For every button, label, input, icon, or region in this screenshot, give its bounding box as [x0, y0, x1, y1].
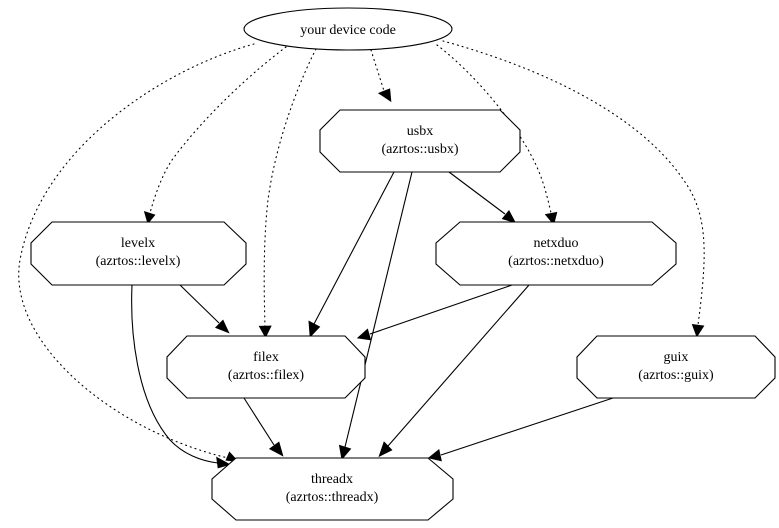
nodes-layer: your device code usbx (azrtos::usbx) lev…	[30, 7, 776, 521]
arrowhead	[308, 320, 321, 338]
arrowhead	[338, 444, 352, 461]
edge-usbx-filex	[308, 171, 395, 338]
edges-layer	[18, 40, 705, 469]
node-shape-octagon[interactable]	[319, 109, 521, 173]
arrowhead	[691, 324, 705, 338]
arrowhead	[356, 328, 372, 341]
arrowhead	[501, 209, 517, 224]
node-usbx[interactable]: usbx (azrtos::usbx)	[319, 109, 521, 173]
node-device-label-line1: your device code	[300, 23, 396, 38]
node-filex[interactable]: filex (azrtos::filex)	[166, 335, 366, 399]
node-shape-ellipse[interactable]	[243, 7, 453, 51]
node-guix-label-line1: guix	[664, 350, 689, 365]
edge-path	[448, 171, 506, 215]
edge-levelx-threadx	[131, 284, 231, 469]
node-shape-octagon[interactable]	[166, 335, 366, 399]
edge-device-usbx	[370, 49, 392, 103]
node-levelx-label-line1: levelx	[121, 236, 155, 251]
arrowhead	[258, 325, 272, 339]
node-netxduo-label-line1: netxduo	[533, 236, 578, 251]
edge-device-filex	[258, 48, 317, 339]
edge-path	[149, 46, 287, 214]
edge-path	[344, 171, 413, 448]
edge-usbx-netxduo	[448, 171, 517, 224]
node-guix[interactable]: guix (azrtos::guix)	[576, 335, 776, 399]
node-shape-octagon[interactable]	[576, 335, 776, 399]
edge-path	[131, 284, 219, 464]
edge-netxduo-threadx	[378, 284, 530, 458]
edge-path	[369, 284, 513, 335]
node-filex-label-line1: filex	[253, 350, 279, 365]
node-levelx[interactable]: levelx (azrtos::levelx)	[30, 221, 247, 286]
edge-path	[313, 171, 395, 325]
arrowhead	[427, 448, 442, 462]
edge-filex-threadx	[243, 397, 284, 457]
node-filex-label-line2: (azrtos::filex)	[228, 368, 305, 383]
arrowhead	[216, 456, 231, 469]
node-levelx-label-line2: (azrtos::levelx)	[96, 254, 181, 269]
edge-device-levelx	[143, 46, 287, 225]
edge-levelx-filex	[179, 284, 230, 334]
arrowhead	[268, 441, 284, 457]
arrowhead	[378, 441, 393, 458]
edge-usbx-threadx	[338, 171, 413, 461]
edge-guix-threadx	[427, 397, 614, 462]
node-threadx-label-line1: threadx	[311, 472, 353, 487]
node-shape-octagon[interactable]	[211, 457, 454, 521]
node-device[interactable]: your device code	[243, 7, 453, 51]
edge-netxduo-filex	[356, 284, 513, 341]
arrowhead	[377, 88, 392, 103]
arrowhead	[143, 210, 156, 225]
edge-path	[387, 284, 530, 447]
edge-device-guix	[442, 40, 705, 338]
edge-path	[179, 284, 220, 324]
node-usbx-label-line1: usbx	[407, 124, 433, 139]
node-netxduo-label-line2: (azrtos::netxduo)	[508, 254, 604, 269]
node-usbx-label-line2: (azrtos::usbx)	[382, 142, 459, 157]
node-threadx[interactable]: threadx (azrtos::threadx)	[211, 457, 454, 521]
edge-path	[18, 43, 255, 459]
node-netxduo[interactable]: netxduo (azrtos::netxduo)	[435, 221, 677, 286]
edge-path	[243, 397, 275, 446]
arrowhead	[214, 319, 230, 334]
node-shape-octagon[interactable]	[30, 221, 247, 286]
node-threadx-label-line2: (azrtos::threadx)	[286, 490, 379, 505]
node-guix-label-line2: (azrtos::guix)	[638, 368, 714, 383]
edge-path	[370, 49, 385, 92]
edge-path	[440, 397, 614, 456]
edge-path	[263, 48, 317, 327]
node-shape-octagon[interactable]	[435, 221, 677, 286]
